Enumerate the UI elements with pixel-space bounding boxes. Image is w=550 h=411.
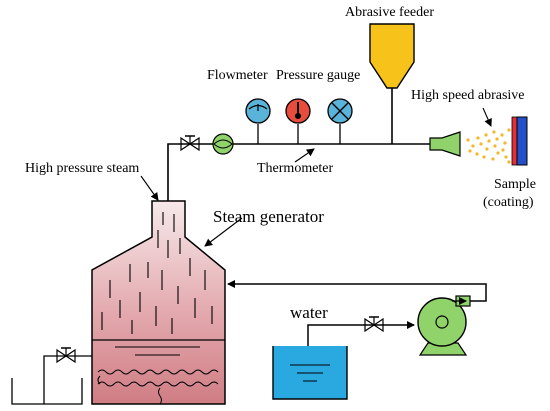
pressure-gauge-icon xyxy=(327,98,353,144)
nozzle xyxy=(429,131,461,157)
flowmeter-label: Flowmeter xyxy=(207,68,268,83)
water-valve[interactable] xyxy=(364,316,384,333)
annotation-leaders xyxy=(140,107,492,247)
abrasive-particles xyxy=(466,128,511,164)
water-pump xyxy=(417,295,471,356)
water-suction-pipe xyxy=(307,321,415,346)
steam-generator xyxy=(91,200,226,405)
water-label: water xyxy=(290,303,328,322)
flow-element xyxy=(212,133,234,155)
steam-dashes xyxy=(101,212,213,334)
steam-generator-body xyxy=(91,200,226,405)
water-tank xyxy=(272,346,348,400)
sample-label: Sample xyxy=(494,177,536,192)
steam-generator-label: Steam generator xyxy=(213,207,324,226)
abrasive-feeder xyxy=(369,23,415,144)
sample-coating-label: (coating) xyxy=(483,195,534,210)
pressure-gauge-label: Pressure gauge xyxy=(276,68,360,83)
high-speed-abrasive-label: High speed abrasive xyxy=(411,88,525,103)
drain-container xyxy=(11,378,83,405)
flowmeter-icon xyxy=(245,98,271,144)
steam-pipeline xyxy=(167,143,430,201)
drain-line xyxy=(11,347,92,405)
sample-coating xyxy=(511,116,528,166)
high-pressure-steam-label: High pressure steam xyxy=(25,161,139,176)
thermometer-label: Thermometer xyxy=(257,161,334,176)
heating-coils xyxy=(97,369,219,405)
drain-valve[interactable] xyxy=(56,347,76,364)
abrasive-feeder-label: Abrasive feeder xyxy=(345,5,434,20)
water-return-pipe xyxy=(227,280,487,305)
steam-valve[interactable] xyxy=(180,135,200,152)
thermometer-icon xyxy=(285,98,311,144)
